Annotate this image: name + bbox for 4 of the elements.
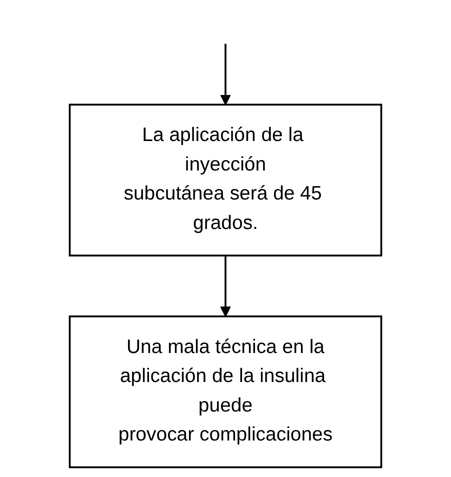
node-box — [68, 315, 382, 468]
arrow — [220, 44, 231, 106]
node-box — [68, 104, 382, 256]
arrow — [220, 256, 231, 317]
